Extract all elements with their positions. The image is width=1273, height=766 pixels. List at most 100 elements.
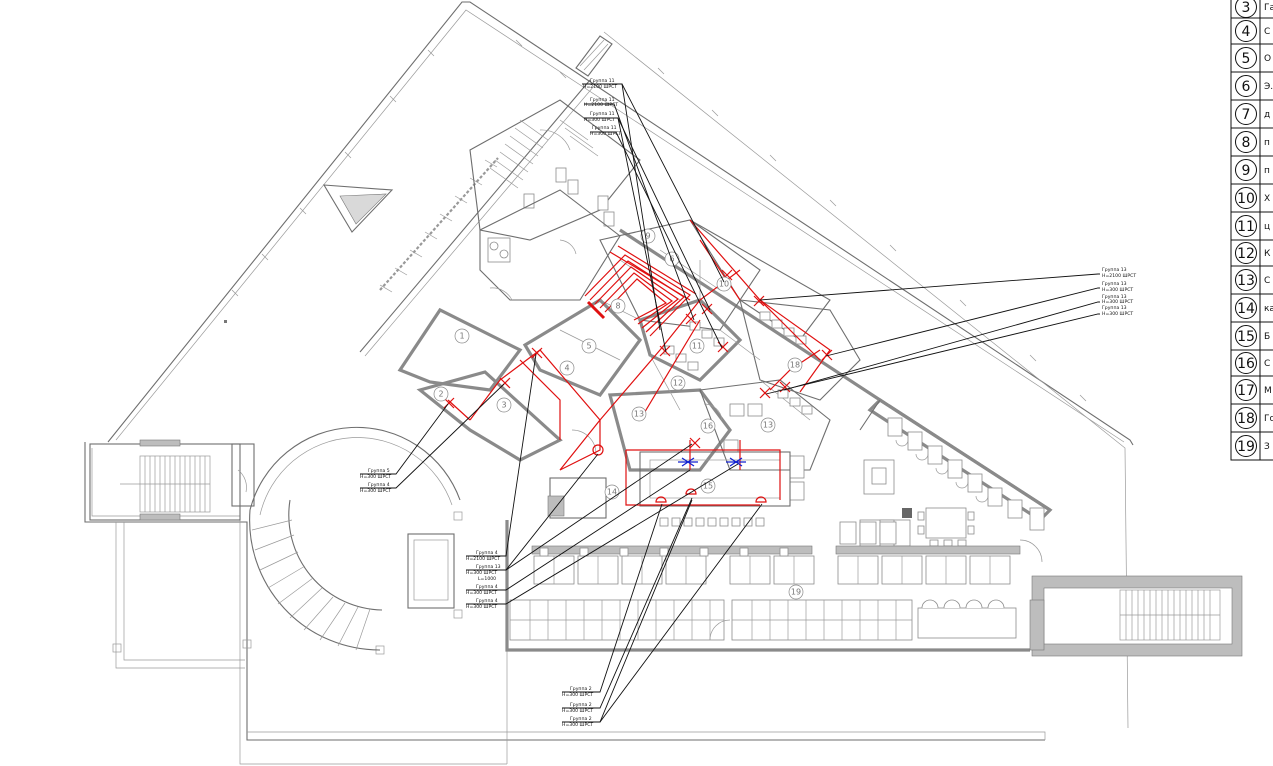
legend-number-circle: [1235, 379, 1257, 401]
legend-text: Го: [1264, 414, 1273, 424]
legend-number: 6: [1242, 79, 1251, 95]
room-number: 13: [760, 417, 776, 433]
legend-number: 4: [1242, 24, 1251, 40]
svg-text:H=2100 ШРСТ: H=2100 ШРСТ: [466, 556, 500, 562]
legend-row: 18 Го: [1231, 407, 1273, 433]
callout-group-left: Группа 5 H=300 ШРСТ Группа 4 H=300 ШРСТ: [360, 468, 391, 494]
svg-text:H=300 ШРСТ: H=300 ШРСТ: [584, 117, 615, 123]
legend-number: 14: [1237, 301, 1255, 317]
service-rooms: [397, 219, 861, 527]
svg-text:H=300 ШРСТ: H=300 ШРСТ: [466, 570, 497, 576]
legend-number-circle: [1235, 131, 1257, 153]
legend-number: 9: [1242, 163, 1251, 179]
legend-number-circle: [1235, 435, 1257, 457]
svg-text:3: 3: [501, 401, 506, 410]
svg-text:15: 15: [703, 482, 713, 491]
legend-number: 18: [1237, 411, 1255, 427]
svg-text:H=300 ШРСТ: H=300 ШРСТ: [562, 708, 593, 714]
room-number: 15: [700, 478, 716, 494]
room-number: 11: [689, 338, 705, 354]
svg-text:H=300 ШРСТ: H=300 ШРСТ: [360, 488, 391, 494]
dining-area: [509, 397, 1053, 651]
svg-text:5: 5: [586, 342, 591, 351]
svg-text:Группа 4: Группа 4: [476, 550, 498, 556]
legend-number-circle: [1235, 407, 1257, 429]
legend-text: Э.: [1264, 82, 1273, 92]
svg-text:Группа 13: Группа 13: [1102, 281, 1127, 287]
svg-text:Группа 2: Группа 2: [570, 716, 592, 722]
room-number: 3: [496, 397, 512, 413]
svg-text:H=2100 ШРСТ: H=2100 ШРСТ: [583, 84, 617, 90]
svg-text:H=300 ШРСТ: H=300 ШРСТ: [1102, 299, 1133, 305]
svg-text:Группа 13: Группа 13: [1102, 305, 1127, 311]
legend-text: С: [1264, 276, 1270, 286]
legend-text: ц: [1264, 222, 1270, 232]
room-number: 12: [670, 375, 686, 391]
legend-number: 19: [1237, 439, 1255, 455]
wc-block: [469, 35, 641, 301]
svg-text:H=300 ШРСТ: H=300 ШРСТ: [1102, 311, 1133, 317]
svg-text:Группа 4: Группа 4: [476, 584, 498, 590]
svg-text:Группа 4: Группа 4: [476, 598, 498, 604]
svg-text:H=300 ШРСТ: H=300 ШРСТ: [562, 692, 593, 698]
room-number: 2: [433, 386, 449, 402]
legend-number: 16: [1237, 356, 1255, 372]
room-number: 13: [631, 406, 647, 422]
legend-number: 10: [1237, 191, 1255, 207]
svg-text:4: 4: [564, 364, 569, 373]
callout-group-2: Группа 2 H=300 ШРСТ Группа 2 H=300 ШРСТ …: [562, 686, 593, 728]
room-number: 18: [787, 357, 803, 373]
right-stairwell: [1031, 575, 1243, 657]
legend-text: п: [1264, 166, 1270, 176]
left-stairwell: [89, 439, 241, 521]
legend-text: С: [1264, 27, 1270, 37]
svg-text:Группа 2: Группа 2: [570, 686, 592, 692]
svg-text:H=2100 ШРСТ: H=2100 ШРСТ: [1102, 273, 1136, 279]
room-number: 5: [581, 338, 597, 354]
svg-text:Группа 11: Группа 11: [590, 97, 615, 103]
legend-number: 5: [1242, 51, 1251, 67]
svg-text:Группа 13: Группа 13: [476, 564, 501, 570]
svg-text:Группа 2: Группа 2: [570, 702, 592, 708]
svg-text:12: 12: [673, 379, 683, 388]
svg-text:2: 2: [438, 390, 443, 399]
callout-group-middle: Группа 4 H=2100 ШРСТ Группа 13 H=300 ШРС…: [466, 550, 501, 610]
legend-number-circle: [1235, 297, 1257, 319]
legend-number-circle: [1235, 352, 1257, 374]
legend-number: 12: [1237, 246, 1255, 262]
svg-text:16: 16: [703, 422, 713, 431]
legend-number-circle: [1235, 47, 1257, 69]
legend-text: п: [1264, 138, 1270, 148]
room-numbers: 1 2 3 4 5 6 8 9 10 11 12 13 13 14 15 16 …: [433, 228, 804, 600]
room-number: 19: [788, 584, 804, 600]
legend-text: С: [1264, 359, 1270, 369]
legend-number-circle: [1235, 215, 1257, 237]
booth-row-lower: [509, 539, 1045, 651]
room-number: 8: [610, 298, 626, 314]
svg-text:8: 8: [615, 302, 620, 311]
svg-text:10: 10: [719, 280, 729, 289]
legend-text: О: [1264, 54, 1271, 64]
legend-text: ка: [1264, 304, 1273, 314]
callout-group-11: Группа 11 H=2100 ШРСТ Группа 11 H=2100 Ш…: [583, 78, 621, 137]
legend-number-circle: [1235, 103, 1257, 125]
svg-text:Группа 13: Группа 13: [1102, 267, 1127, 273]
room-number: 6: [664, 251, 680, 267]
svg-text:Группа 11: Группа 11: [592, 125, 617, 131]
callout-group-13: Группа 13 H=2100 ШРСТ Группа 13 H=300 ШР…: [1102, 267, 1136, 317]
legend-number: 17: [1237, 383, 1255, 399]
legend-text: Б: [1264, 332, 1270, 342]
svg-text:Группа 5: Группа 5: [368, 468, 390, 474]
legend-row: 6 Э.: [1231, 75, 1273, 101]
svg-text:L=1000: L=1000: [478, 576, 496, 582]
